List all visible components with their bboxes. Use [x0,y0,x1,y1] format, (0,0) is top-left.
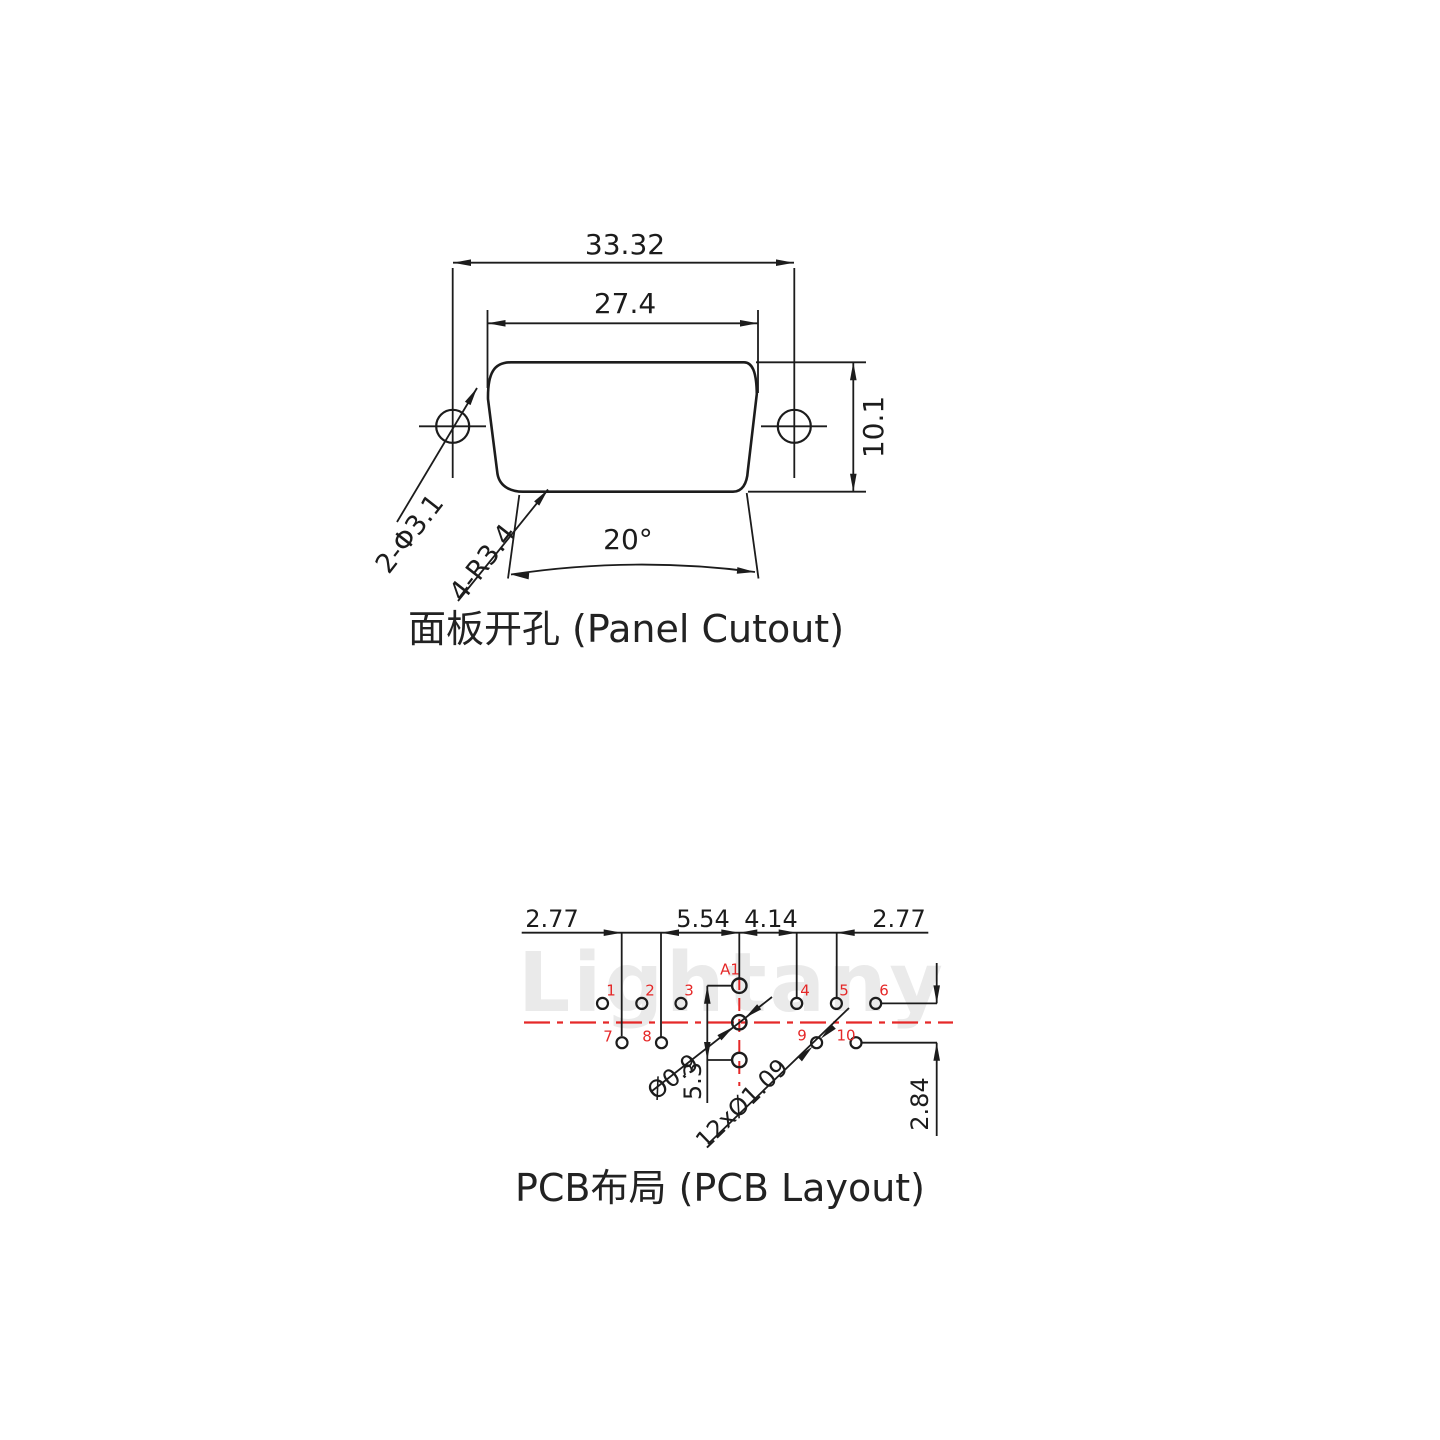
pcb-pin-holes [595,996,883,1050]
dim-outer-width: 33.32 [584,228,666,261]
dim-pitch-left: 2.77 [525,905,579,933]
dim-angle: 20° [603,523,653,556]
dim-height: 10.1 [857,395,890,459]
dim-pitch-right: 2.77 [872,905,926,933]
dim-row-offset: 2.84 [906,1077,934,1131]
mounting-hole-right [776,408,812,444]
pcb-layout-title: PCB布局 (PCB Layout) [514,1166,926,1210]
mounting-hole-left [435,408,471,444]
pin-label-7: 7 [603,1027,613,1046]
pin-label-6: 6 [879,981,889,1000]
pin-label-3: 3 [684,981,694,1000]
pin-label-4: 4 [800,981,810,1000]
pin-label-a1: A1 [720,960,740,979]
dim-inner-width: 27.4 [593,287,657,320]
dim-span-left: 5.54 [676,905,730,933]
dsub-cutout-outline [486,361,759,493]
watermark-text: Lightany [518,936,946,1031]
pin-label-1: 1 [606,981,616,1000]
pcb-coax-holes [730,977,748,1069]
panel-cutout-title: 面板开孔 (Panel Cutout) [407,607,845,651]
pin-label-10: 10 [836,1026,856,1045]
dim-span-right: 4.14 [744,905,798,933]
panel-arrowheads [453,259,857,580]
panel-dimension-lines [396,261,866,602]
pin-label-8: 8 [642,1027,652,1046]
pcb-arrowheads [603,929,941,1062]
pin-label-5: 5 [839,981,849,1000]
pin-label-2: 2 [645,981,655,1000]
pin-label-9: 9 [797,1026,807,1045]
